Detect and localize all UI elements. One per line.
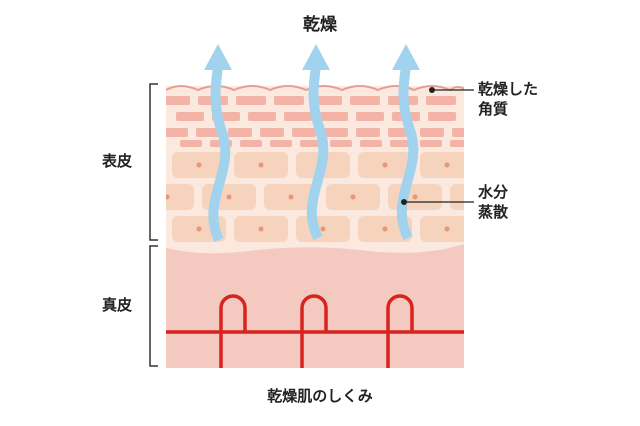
keratin-flake — [248, 112, 276, 121]
layer-brackets — [149, 83, 158, 367]
dermis-bracket — [149, 245, 158, 367]
epidermal-cell — [450, 184, 464, 210]
keratin-flake — [180, 140, 202, 147]
callouts — [401, 87, 474, 205]
cell-nucleus — [226, 194, 232, 200]
cell-nucleus — [382, 226, 388, 232]
keratin-flake — [166, 128, 188, 137]
dermis-label: 真皮 — [102, 296, 133, 314]
keratin-flake — [270, 140, 292, 147]
evaporation-arrows — [208, 65, 419, 243]
cell-nucleus — [412, 194, 418, 200]
keratin-flake — [228, 128, 252, 137]
evaporation-arrow — [396, 65, 419, 241]
keratin-flake — [420, 128, 444, 137]
dermis-layer — [166, 240, 464, 368]
keratin-flake — [452, 128, 464, 137]
keratin-flake — [300, 140, 322, 147]
cell-nucleus — [166, 194, 170, 200]
cell-nucleus — [135, 163, 140, 168]
keratin-flake — [240, 140, 262, 147]
evaporation-arrow — [208, 65, 231, 243]
keratin-flake — [356, 112, 384, 121]
keratin-flake — [274, 96, 304, 105]
cell-nucleus — [444, 226, 450, 232]
keratin-flake — [350, 96, 380, 105]
keratin-flake — [426, 96, 456, 105]
epidermal-cell — [110, 216, 164, 242]
evaporation-arrow — [306, 65, 329, 241]
evaporation-label: 水分 — [478, 183, 509, 201]
epidermal-cell — [420, 216, 464, 242]
keratin-flake — [320, 112, 348, 121]
keratin-flake — [312, 96, 342, 105]
keratin-flake — [176, 112, 204, 121]
cell-nucleus — [196, 226, 202, 232]
capillaries — [166, 294, 464, 368]
keratin-flake — [356, 128, 380, 137]
keratin-flake — [330, 140, 352, 147]
cell-nucleus — [320, 226, 326, 232]
epidermis-label: 表皮 — [102, 152, 133, 170]
keratin-flake — [428, 112, 456, 121]
epidermal-cell — [420, 152, 464, 178]
diagram-title: 乾燥 — [303, 15, 337, 35]
keratin-flake — [236, 96, 266, 105]
keratin-flake — [260, 128, 284, 137]
keratin-flake — [360, 140, 382, 147]
cell-nucleus — [258, 162, 264, 168]
keratin-flake — [284, 112, 312, 121]
cell-nucleus — [135, 227, 140, 232]
dry-keratin-label: 乾燥した — [478, 80, 539, 98]
evaporation-label-line2: 蒸散 — [478, 203, 509, 221]
cell-nucleus — [196, 162, 202, 168]
cell-nucleus — [288, 194, 294, 200]
keratin-flake — [420, 140, 442, 147]
epidermis-bracket — [149, 83, 158, 241]
cell-nucleus — [258, 226, 264, 232]
keratin-flake — [450, 140, 464, 147]
diagram-caption: 乾燥肌のしくみ — [267, 387, 373, 405]
keratin-flake — [292, 128, 316, 137]
keratin-flake — [324, 128, 348, 137]
evaporation-arrowheads — [204, 44, 420, 70]
keratin-flake — [166, 96, 190, 105]
cell-nucleus — [444, 162, 450, 168]
keratin-flake — [390, 140, 412, 147]
cell-nucleus — [382, 162, 388, 168]
cell-nucleus — [350, 194, 356, 200]
epidermal-cell — [166, 184, 194, 210]
keratin-flake — [196, 128, 220, 137]
dry-keratin-label-line2: 角質 — [478, 100, 509, 118]
